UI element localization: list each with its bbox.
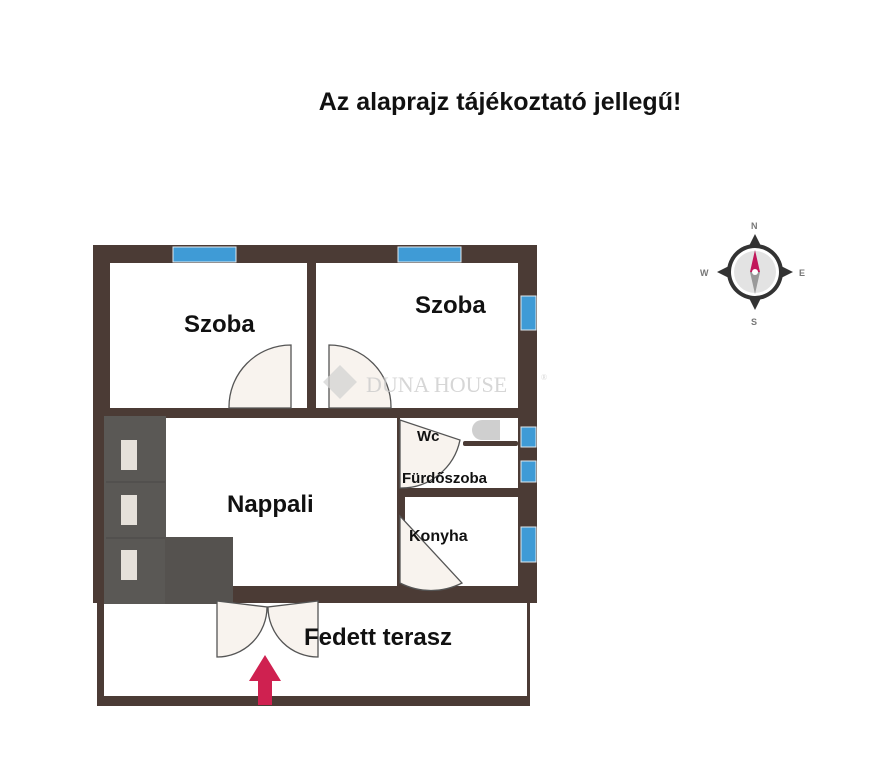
room-label-furdoszoba: Fürdőszoba bbox=[402, 470, 488, 487]
svg-text:E: E bbox=[799, 268, 805, 278]
toilet bbox=[463, 420, 518, 446]
watermark-text: DUNA HOUSE bbox=[366, 372, 507, 397]
entry-arrow-icon bbox=[249, 655, 281, 705]
windows bbox=[172, 246, 537, 563]
disclaimer-title: Az alaprajz tájékoztató jellegű! bbox=[318, 88, 682, 116]
svg-text:N: N bbox=[751, 221, 758, 231]
svg-text:W: W bbox=[700, 268, 709, 278]
room-label-konyha: Konyha bbox=[409, 528, 468, 545]
watermark: DUNA HOUSE ® bbox=[323, 365, 547, 399]
sofa bbox=[104, 416, 233, 604]
room-label-terasz: Fedett terasz bbox=[304, 624, 452, 651]
room-label-wc: Wc bbox=[417, 428, 440, 445]
compass-icon: N E S W bbox=[700, 221, 805, 327]
room-label-szoba-2: Szoba bbox=[415, 292, 486, 319]
room-label-szoba-1: Szoba bbox=[184, 311, 255, 338]
svg-text:S: S bbox=[751, 317, 757, 327]
svg-text:®: ® bbox=[541, 373, 547, 382]
room-label-nappali: Nappali bbox=[227, 491, 314, 518]
